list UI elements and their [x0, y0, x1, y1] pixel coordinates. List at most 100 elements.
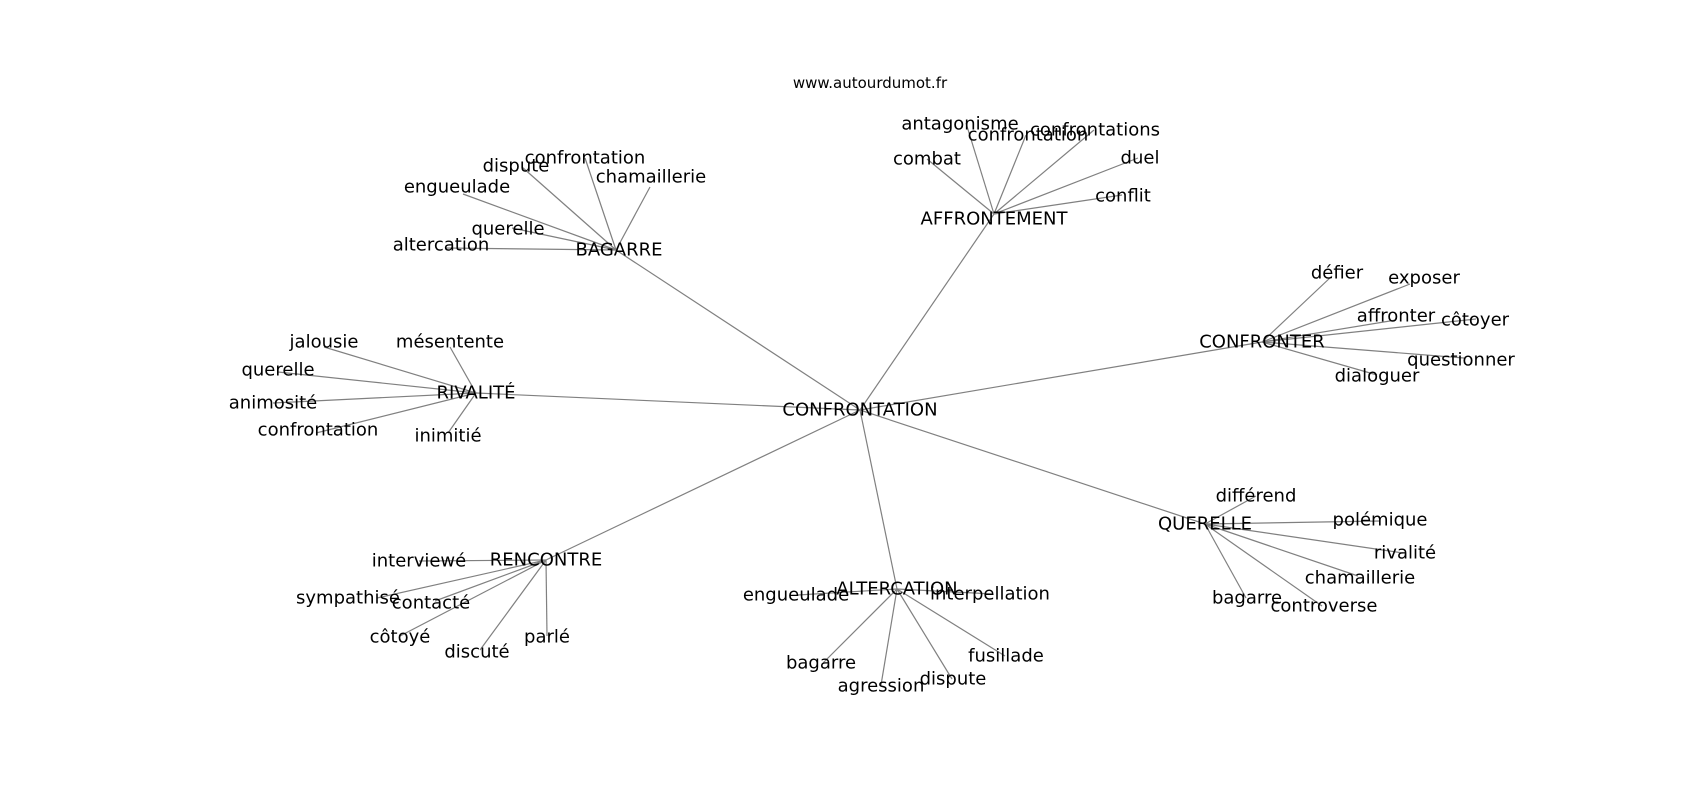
leaf-node-rivalite: animosité [229, 393, 318, 414]
edge-rivalite-5 [447, 392, 477, 434]
leaf-node-querelle: controverse [1271, 596, 1378, 617]
leaf-node-confronter: côtoyer [1441, 310, 1510, 331]
edges [272, 122, 1477, 686]
leaf-node-rivalite: inimitié [414, 426, 481, 447]
leaf-node-rencontre: côtoyé [370, 627, 431, 648]
edge-bagarre-5 [444, 247, 617, 251]
leaf-node-bagarre: querelle [471, 219, 544, 240]
edge-affrontement-5 [993, 194, 1123, 215]
leaf-node-rencontre: sympathisé [296, 588, 400, 609]
cluster-node-bagarre: BAGARRE [576, 240, 663, 261]
leaf-node-bagarre: engueulade [404, 177, 510, 198]
edge-bagarre-1 [521, 166, 617, 251]
edge-querelle-2 [1204, 523, 1404, 554]
leaf-node-altercation: interpellation [930, 584, 1050, 605]
leaf-node-rencontre: discuté [444, 642, 509, 663]
edge-altercation-0 [797, 588, 898, 596]
edge-altercation-5 [896, 588, 953, 680]
edge-bagarre-4 [511, 227, 617, 251]
edge-rencontre-2 [434, 559, 547, 602]
edge-rivalite-1 [449, 346, 477, 394]
leaf-node-bagarre: altercation [393, 235, 490, 256]
leaf-node-affrontement: combat [893, 149, 961, 170]
leaf-node-rencontre: contacté [392, 593, 470, 614]
edge-confronter-2 [1261, 319, 1397, 343]
site-label: www.autourdumot.fr [793, 74, 948, 92]
edge-querelle-1 [1204, 520, 1381, 525]
leaf-node-confronter: dialoguer [1335, 366, 1420, 387]
leaf-node-affrontement: confrontation [968, 125, 1089, 146]
edge-querelle-0 [1204, 495, 1257, 525]
leaf-node-altercation: bagarre [786, 653, 856, 674]
edge-affrontement-1 [993, 134, 1027, 215]
edge-center-affrontement [859, 213, 995, 411]
edge-center-querelle [859, 409, 1206, 525]
edge-querelle-5 [1204, 523, 1323, 607]
leaf-node-rencontre: interviewé [372, 551, 466, 572]
leaf-node-altercation: engueulade [743, 585, 849, 606]
edge-rivalite-3 [272, 392, 477, 404]
leaf-node-altercation: dispute [920, 669, 987, 690]
edge-affrontement-4 [993, 157, 1139, 215]
leaf-node-querelle: bagarre [1212, 588, 1282, 609]
edge-bagarre-2 [615, 186, 651, 251]
leaf-node-rivalite: jalousie [289, 332, 359, 353]
edge-confronter-5 [1261, 341, 1378, 376]
leaf-node-altercation: fusillade [968, 646, 1044, 667]
leaf-node-rivalite: confrontation [258, 420, 379, 441]
leaf-node-confronter: affronter [1357, 306, 1436, 327]
edge-confronter-1 [1261, 283, 1411, 343]
edge-center-rivalite [475, 392, 861, 411]
leaf-node-rivalite: mésentente [396, 332, 504, 353]
cluster-node-confronter: CONFRONTER [1199, 332, 1325, 353]
cluster-node-querelle: QUERELLE [1158, 514, 1252, 535]
edge-center-confronter [859, 341, 1263, 411]
edge-rencontre-3 [399, 559, 547, 637]
edge-querelle-4 [1204, 523, 1247, 599]
leaf-node-confronter: défier [1311, 263, 1364, 284]
edge-rencontre-1 [376, 559, 547, 599]
edge-bagarre-3 [462, 193, 617, 251]
edge-affrontement-2 [993, 129, 1095, 215]
edge-center-altercation [859, 409, 898, 590]
leaf-node-querelle: rivalité [1374, 543, 1436, 564]
leaf-node-affrontement: conflit [1095, 186, 1151, 207]
leaf-node-affrontement: antagonisme [901, 114, 1018, 135]
leaf-node-altercation: agression [838, 676, 925, 697]
edge-rencontre-5 [545, 559, 548, 637]
leaf-node-bagarre: confrontation [525, 148, 646, 169]
leaf-node-querelle: polémique [1333, 510, 1428, 531]
edge-affrontement-0 [965, 122, 995, 215]
leaf-node-confronter: exposer [1388, 268, 1460, 289]
edge-confronter-0 [1261, 275, 1333, 343]
edge-center-bagarre [615, 249, 861, 411]
edge-bagarre-0 [584, 157, 617, 251]
leaf-node-querelle: différend [1216, 486, 1297, 507]
leaf-node-querelle: chamaillerie [1305, 568, 1415, 589]
cluster-node-affrontement: AFFRONTEMENT [921, 209, 1069, 230]
edge-altercation-2 [822, 588, 898, 664]
leaf-node-affrontement: confrontations [1030, 120, 1160, 141]
cluster-node-rivalite: RIVALITÉ [437, 382, 516, 404]
cluster-node-rencontre: RENCONTRE [490, 550, 602, 571]
edge-affrontement-3 [926, 158, 995, 215]
edge-rencontre-4 [479, 559, 547, 651]
edge-querelle-3 [1204, 523, 1359, 577]
edge-altercation-1 [896, 588, 994, 595]
edge-altercation-4 [880, 588, 898, 686]
edge-confronter-4 [1261, 341, 1465, 359]
edge-rivalite-4 [315, 392, 477, 434]
leaf-node-confronter: questionner [1407, 350, 1515, 371]
edge-rivalite-2 [277, 371, 477, 394]
cluster-node-altercation: ALTERCATION [836, 579, 957, 600]
leaf-node-rencontre: parlé [524, 627, 570, 648]
leaf-node-bagarre: dispute [483, 156, 550, 177]
edge-center-rencontre [545, 409, 861, 561]
edge-confronter-3 [1261, 318, 1477, 343]
labels: confrontationdisputechamaillerieengueula… [229, 114, 1516, 697]
edge-altercation-3 [896, 588, 1006, 657]
center-node: CONFRONTATION [782, 400, 937, 421]
edge-rencontre-0 [418, 559, 547, 562]
leaf-node-bagarre: chamaillerie [596, 167, 706, 188]
